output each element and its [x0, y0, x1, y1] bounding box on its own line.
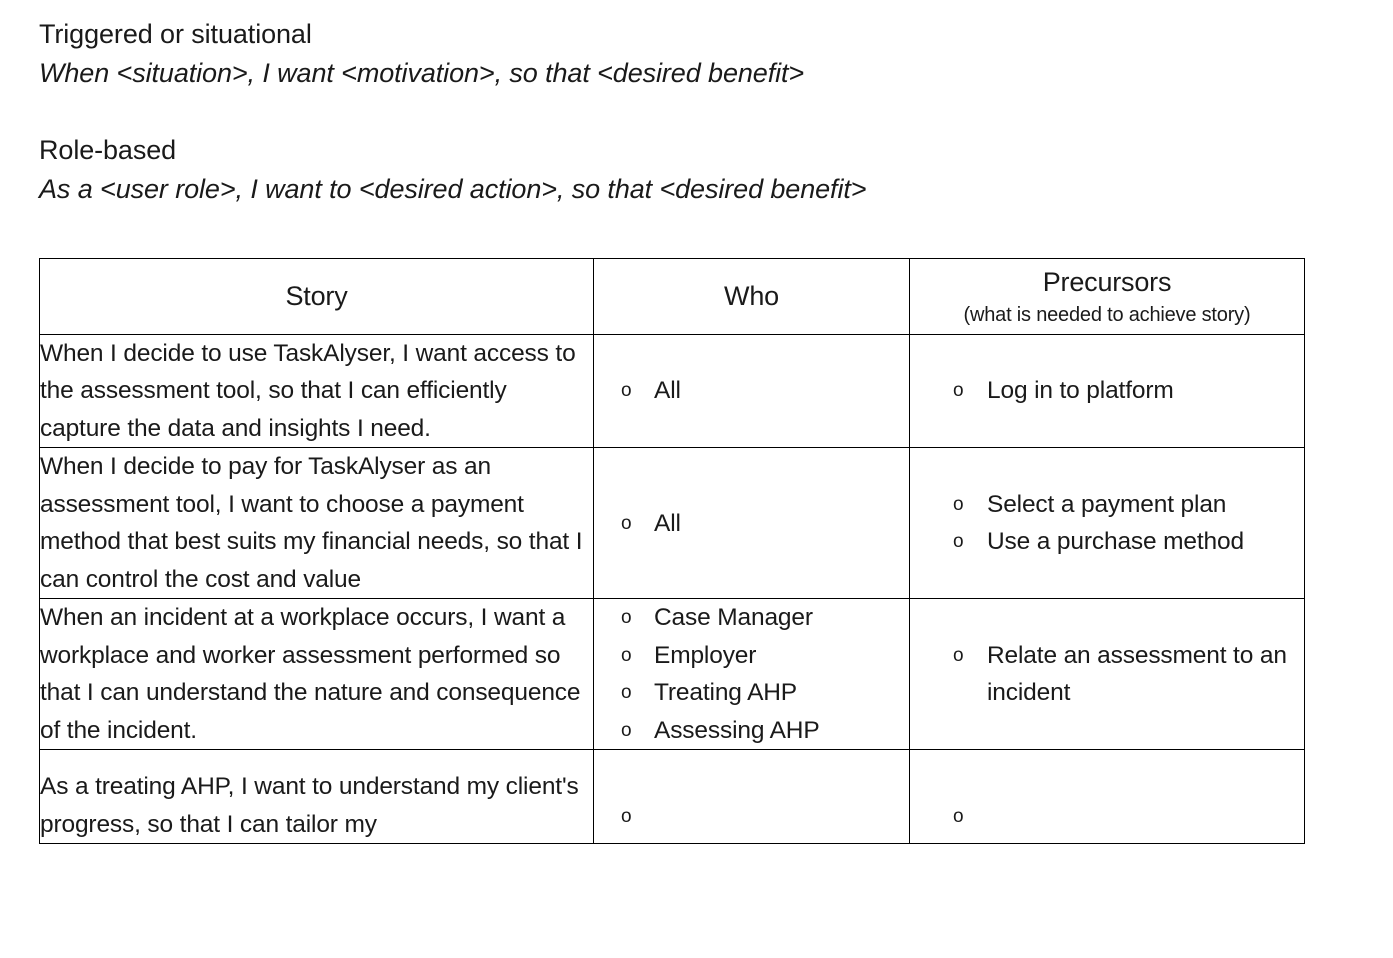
list-item-label: Employer [654, 641, 757, 669]
column-header-precursors-subtitle: (what is needed to achieve story) [963, 303, 1251, 326]
column-header-who-label: Who [724, 281, 779, 312]
who-list: o Case Manager o Employer o Treating AHP [594, 599, 909, 749]
precursors-list: o Select a payment plan o Use a purchase… [910, 486, 1304, 561]
cell-story: When I decide to use TaskAlyser, I want … [39, 333, 594, 449]
story-text: When an incident at a workplace occurs, … [40, 604, 581, 744]
who-list: o All [594, 372, 909, 409]
cell-precursors: o Relate an assessment to an incident [909, 598, 1305, 751]
list-item: o Relate an assessment to an incident [910, 637, 1304, 712]
list-item-label: Treating AHP [654, 679, 797, 707]
bullet-o-icon: o [953, 531, 964, 553]
bullet-o-icon: o [953, 380, 964, 402]
bullet-o-icon: o [621, 806, 632, 828]
story-text: As a treating AHP, I want to understand … [40, 773, 579, 838]
table-row: When I decide to pay for TaskAlyser as a… [39, 447, 1305, 600]
bullet-o-icon: o [953, 493, 964, 515]
column-header-precursors: Precursors (what is needed to achieve st… [909, 258, 1305, 335]
who-list: o All [594, 505, 909, 542]
precursors-list: o Relate an assessment to an incident [910, 637, 1304, 712]
list-item-label: Select a payment plan [987, 490, 1227, 518]
cell-who: o [593, 749, 910, 844]
table-row: As a treating AHP, I want to understand … [39, 749, 1305, 844]
list-item-label: All [654, 377, 681, 405]
table-header-row: Story Who Precursors (what is needed to … [39, 258, 1305, 335]
column-header-story-label: Story [285, 281, 348, 312]
list-item: o Employer [594, 637, 909, 674]
cell-who: o Case Manager o Employer o Treating AHP [593, 598, 910, 751]
intro-block-role-based: Role-based As a <user role>, I want to <… [39, 132, 1393, 210]
column-header-who: Who [593, 258, 910, 335]
intro-section: Triggered or situational When <situation… [0, 0, 1393, 210]
intro-block-triggered: Triggered or situational When <situation… [39, 16, 1393, 94]
bullet-o-icon: o [953, 644, 964, 666]
list-item-label: All [654, 509, 681, 537]
story-text: When I decide to pay for TaskAlyser as a… [40, 453, 583, 593]
list-item-label: Use a purchase method [987, 528, 1244, 556]
list-item: o All [594, 505, 909, 542]
list-item: o Log in to platform [910, 372, 1304, 409]
bullet-o-icon: o [621, 512, 632, 534]
intro-title-triggered: Triggered or situational [39, 19, 312, 49]
bullet-o-icon: o [621, 607, 632, 629]
intro-template-role-based: As a <user role>, I want to <desired act… [39, 174, 867, 204]
bullet-o-icon: o [953, 806, 964, 828]
intro-title-role-based: Role-based [39, 134, 177, 165]
table-header: Story Who Precursors (what is needed to … [39, 258, 1305, 335]
table-row: When an incident at a workplace occurs, … [39, 598, 1305, 751]
bullet-o-icon: o [621, 682, 632, 704]
cell-who: o All [593, 333, 910, 449]
cell-who: o All [593, 447, 910, 600]
table-body: When I decide to use TaskAlyser, I want … [39, 333, 1305, 844]
list-item-label: Log in to platform [987, 377, 1174, 405]
cell-precursors: o [909, 749, 1305, 844]
list-item-label: Assessing AHP [654, 716, 820, 744]
bullet-o-icon: o [621, 644, 632, 666]
table-row: When I decide to use TaskAlyser, I want … [39, 333, 1305, 449]
precursors-list: o Log in to platform [910, 372, 1304, 409]
cell-story: As a treating AHP, I want to understand … [39, 749, 594, 844]
list-item-label: Case Manager [654, 604, 813, 632]
user-story-table-wrapper: Story Who Precursors (what is needed to … [39, 258, 1305, 845]
bullet-o-icon: o [621, 380, 632, 402]
cell-story: When I decide to pay for TaskAlyser as a… [39, 447, 594, 600]
cell-precursors: o Log in to platform [909, 333, 1305, 449]
bullet-o-icon: o [621, 719, 632, 741]
list-item: o Select a payment plan [910, 486, 1304, 523]
intro-template-triggered: When <situation>, I want <motivation>, s… [39, 58, 805, 89]
story-text: When I decide to use TaskAlyser, I want … [40, 340, 576, 442]
list-item: o Case Manager [594, 599, 909, 636]
user-story-table: Story Who Precursors (what is needed to … [39, 258, 1305, 845]
column-header-precursors-label: Precursors [1042, 267, 1172, 298]
list-item: o Use a purchase method [910, 523, 1304, 560]
list-item-label: Relate an assessment to an incident [987, 641, 1287, 707]
list-item: o Assessing AHP [594, 712, 909, 749]
list-item: o Treating AHP [594, 674, 909, 711]
cell-story: When an incident at a workplace occurs, … [39, 598, 594, 751]
cell-precursors: o Select a payment plan o Use a purchase… [909, 447, 1305, 600]
list-item: o All [594, 372, 909, 409]
column-header-story: Story [39, 258, 594, 335]
